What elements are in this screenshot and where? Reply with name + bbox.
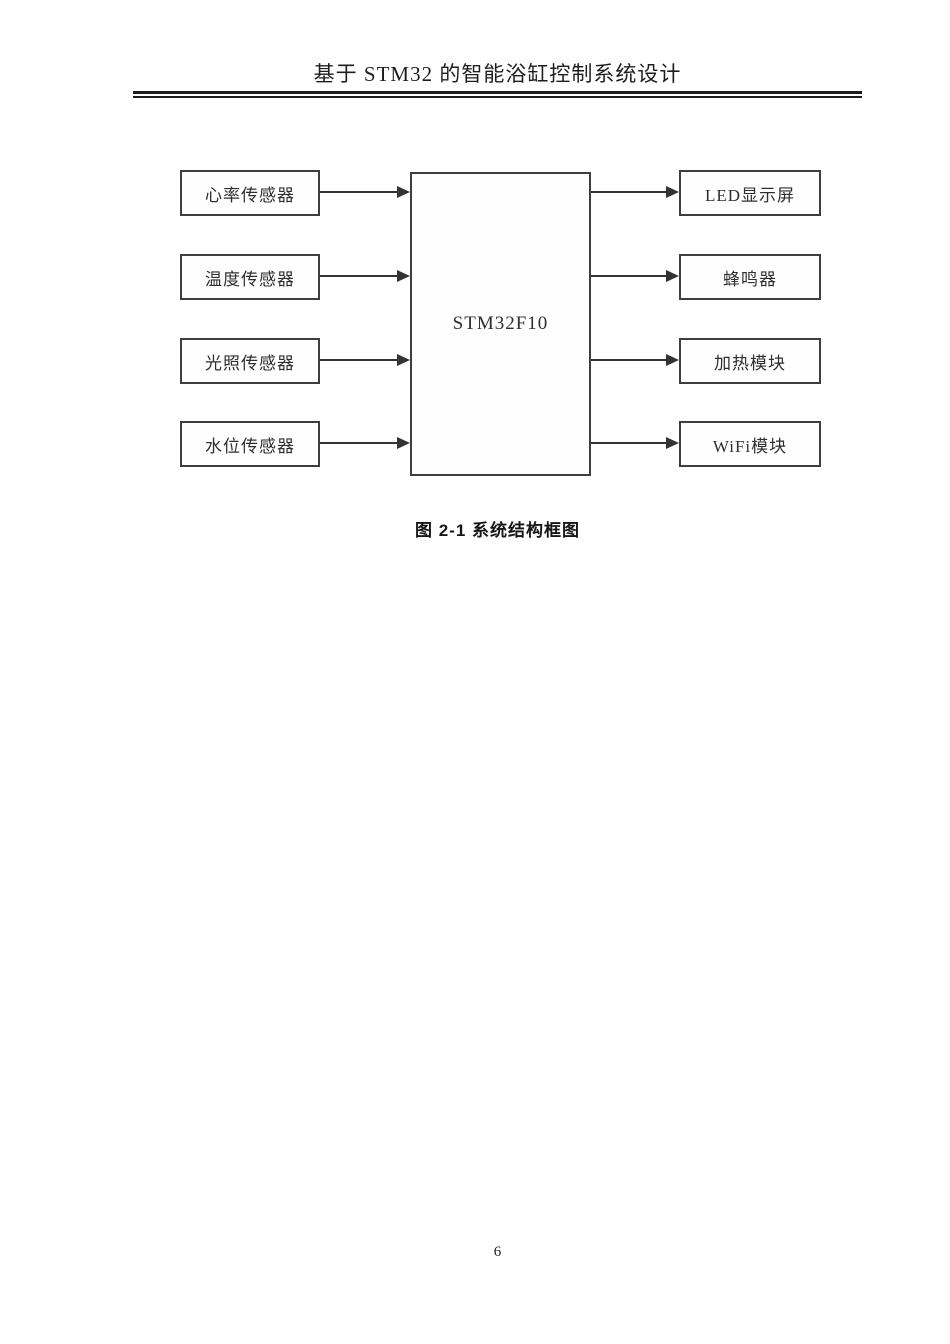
input-box-water-level-sensor-label: 水位传感器 — [205, 436, 295, 456]
header-rule-thin-line — [133, 96, 862, 98]
arrow-water-level-to-mcu — [320, 437, 410, 449]
page-header-title: 基于 STM32 的智能浴缸控制系统设计 — [313, 62, 682, 86]
output-box-led-display-label: LED显示屏 — [704, 185, 796, 205]
mcu-box: STM32F10 — [410, 172, 591, 476]
arrow-mcu-to-wifi-module — [591, 437, 679, 449]
arrow-heart-rate-to-mcu — [320, 186, 410, 198]
arrow-mcu-to-led-display — [591, 186, 679, 198]
output-box-buzzer-label: 蜂鸣器 — [723, 269, 777, 289]
page-number: 6 — [493, 1244, 502, 1260]
header-rule-thick-line — [133, 91, 862, 94]
input-box-heart-rate-sensor: 心率传感器 — [180, 170, 320, 216]
input-box-light-sensor-label: 光照传感器 — [205, 353, 295, 373]
arrow-light-to-mcu — [320, 354, 410, 366]
arrow-temperature-to-mcu — [320, 270, 410, 282]
arrow-mcu-to-heating-module — [591, 354, 679, 366]
output-box-wifi-module-label: WiFi模块 — [712, 436, 788, 456]
arrow-mcu-to-buzzer — [591, 270, 679, 282]
output-box-heating-module-label: 加热模块 — [714, 353, 786, 373]
output-box-buzzer: 蜂鸣器 — [679, 254, 821, 300]
figure-caption: 图 2-1 系统结构框图 — [414, 521, 581, 540]
input-box-water-level-sensor: 水位传感器 — [180, 421, 320, 467]
output-box-heating-module: 加热模块 — [679, 338, 821, 384]
input-box-light-sensor: 光照传感器 — [180, 338, 320, 384]
mcu-box-label: STM32F10 — [452, 313, 549, 334]
input-box-temperature-sensor-label: 温度传感器 — [205, 269, 295, 289]
header-rule — [133, 91, 862, 98]
input-box-temperature-sensor: 温度传感器 — [180, 254, 320, 300]
output-box-wifi-module: WiFi模块 — [679, 421, 821, 467]
output-box-led-display: LED显示屏 — [679, 170, 821, 216]
input-box-heart-rate-sensor-label: 心率传感器 — [205, 185, 295, 205]
